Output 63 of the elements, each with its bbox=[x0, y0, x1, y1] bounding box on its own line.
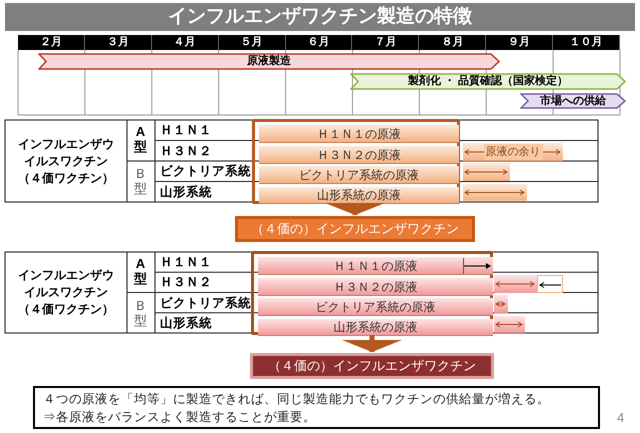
stock-bar bbox=[259, 187, 459, 204]
phase-band bbox=[38, 53, 500, 70]
stock-bar bbox=[258, 319, 493, 336]
table-cell-text: Ｈ１Ｎ１ bbox=[160, 254, 212, 270]
group-outline bbox=[252, 119, 460, 204]
remainder-bar bbox=[463, 143, 563, 161]
title: インフルエンザワクチン製造の特徴 bbox=[168, 4, 472, 29]
stock-bar bbox=[258, 298, 493, 316]
stock-bar bbox=[259, 146, 459, 164]
flow-arrow bbox=[342, 335, 402, 352]
month-label: ５月 bbox=[218, 35, 286, 50]
bar-label: Ｈ１Ｎ１の原液 bbox=[334, 258, 418, 274]
timeline-label: 原液製造 bbox=[247, 54, 291, 70]
table-cell-text: 山形系統 bbox=[160, 314, 212, 331]
table-cell-text: Ｂ型 bbox=[134, 166, 147, 196]
phase-band bbox=[350, 73, 626, 90]
table-cell-text: 山形系統 bbox=[160, 184, 212, 200]
bar-label: 山形系統の原液 bbox=[334, 319, 418, 336]
stock-bar bbox=[258, 257, 493, 275]
month-label: ２月 bbox=[18, 35, 85, 50]
phase-band bbox=[520, 93, 626, 109]
table-cell-text: インフルエンザウイルスワクチン（４価ワクチン） bbox=[17, 267, 115, 318]
remainder-bar bbox=[463, 163, 510, 181]
bar-label: Ｈ３Ｎ２の原液 bbox=[334, 278, 418, 296]
month-label: ４月 bbox=[152, 35, 219, 50]
table-cell-text: Ｈ１Ｎ１ bbox=[160, 122, 212, 138]
month-label: ７月 bbox=[352, 35, 420, 50]
month-label: ９月 bbox=[486, 35, 554, 50]
group-outline bbox=[251, 251, 493, 335]
bar-label: ビクトリア系統の原液 bbox=[316, 298, 436, 316]
table-cell-text: ビクトリア系統 bbox=[160, 163, 251, 179]
table-cell-text: インフルエンザウイルスワクチン（４価ワクチン） bbox=[17, 136, 115, 186]
stock-bar bbox=[259, 166, 459, 184]
month-label: １０月 bbox=[553, 35, 620, 50]
bar-label: 原液の余り bbox=[484, 144, 542, 160]
bar-label: ビクトリア系統の原液 bbox=[299, 166, 419, 184]
remainder-bar bbox=[494, 295, 508, 313]
table-cell-text: A型 bbox=[134, 256, 147, 286]
remainder-bar bbox=[463, 184, 527, 201]
bar-label: Ｈ１Ｎ１の原液 bbox=[317, 126, 401, 142]
table-cell-text: A型 bbox=[134, 124, 147, 154]
stock-bar bbox=[258, 278, 493, 296]
table-cell-text: Ｈ３Ｎ２ bbox=[160, 274, 212, 290]
table-cell-text: ビクトリア系統 bbox=[160, 294, 251, 310]
bar-label: Ｈ３Ｎ２の原液 bbox=[317, 146, 401, 164]
month-label: ８月 bbox=[419, 35, 486, 50]
month-label: ６月 bbox=[286, 35, 352, 50]
bar-label: 山形系統の原液 bbox=[317, 187, 401, 204]
table-cell-text: Ｂ型 bbox=[134, 298, 147, 328]
remainder-bar bbox=[494, 316, 525, 333]
table-cell-text: Ｈ３Ｎ２ bbox=[160, 142, 212, 158]
result-box bbox=[250, 353, 494, 379]
timeline-label: 市場への供給 bbox=[540, 94, 606, 109]
stock-bar bbox=[259, 125, 459, 143]
result-label: （４価の）インフルエンザワクチン bbox=[251, 220, 459, 238]
timeline-label: 製剤化 ・ 品質確認（国家検定） bbox=[408, 74, 568, 90]
note-text: ⇒各原液をバランスよく製造することが重要。 bbox=[43, 408, 317, 426]
note-text: ４つの原液を「均等」に製造できれば、同じ製造能力でもワクチンの供給量が増える。 bbox=[43, 390, 551, 408]
result-box bbox=[235, 216, 475, 242]
note-box bbox=[33, 386, 600, 429]
page-number: 4 bbox=[617, 409, 624, 427]
result-label: （４価の）インフルエンザワクチン bbox=[268, 357, 476, 376]
month-label: ３月 bbox=[84, 35, 152, 50]
